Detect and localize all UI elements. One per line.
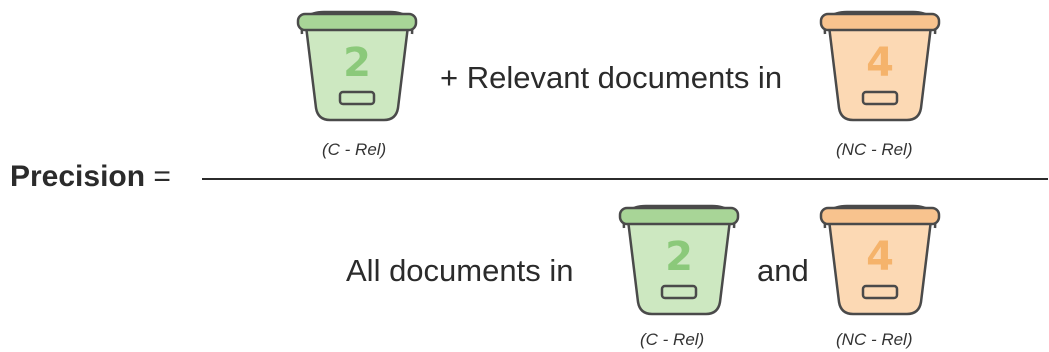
bucket-number: 2 <box>665 234 693 280</box>
fraction-line <box>202 178 1048 180</box>
bucket-number: 4 <box>866 40 894 86</box>
bucket-green-icon: 2 <box>618 204 740 316</box>
bucket-nc-rel-denominator: 4 <box>815 198 945 318</box>
bucket-c-rel-numerator: 2 <box>292 4 422 124</box>
denominator-connector-text: and <box>757 253 809 288</box>
precision-title: Precision <box>10 160 146 193</box>
equals-sign: = <box>153 160 171 193</box>
caption-c-rel-denominator: (C - Rel) <box>640 330 705 349</box>
caption-nc-rel-numerator: (NC - Rel) <box>836 140 913 159</box>
bucket-orange-icon: 4 <box>819 10 941 122</box>
bucket-c-rel-denominator: 2 <box>614 198 744 318</box>
denominator-prefix-text: All documents in <box>346 253 574 288</box>
bucket-number: 4 <box>866 234 894 280</box>
precision-label: Precision = <box>10 160 171 194</box>
caption-c-rel-numerator: (C - Rel) <box>322 140 387 159</box>
bucket-orange-icon: 4 <box>819 204 941 316</box>
bucket-green-icon: 2 <box>296 10 418 122</box>
caption-nc-rel-denominator: (NC - Rel) <box>836 330 913 349</box>
numerator-connector-text: + Relevant documents in <box>440 60 783 95</box>
bucket-number: 2 <box>343 40 371 86</box>
bucket-nc-rel-numerator: 4 <box>815 4 945 124</box>
